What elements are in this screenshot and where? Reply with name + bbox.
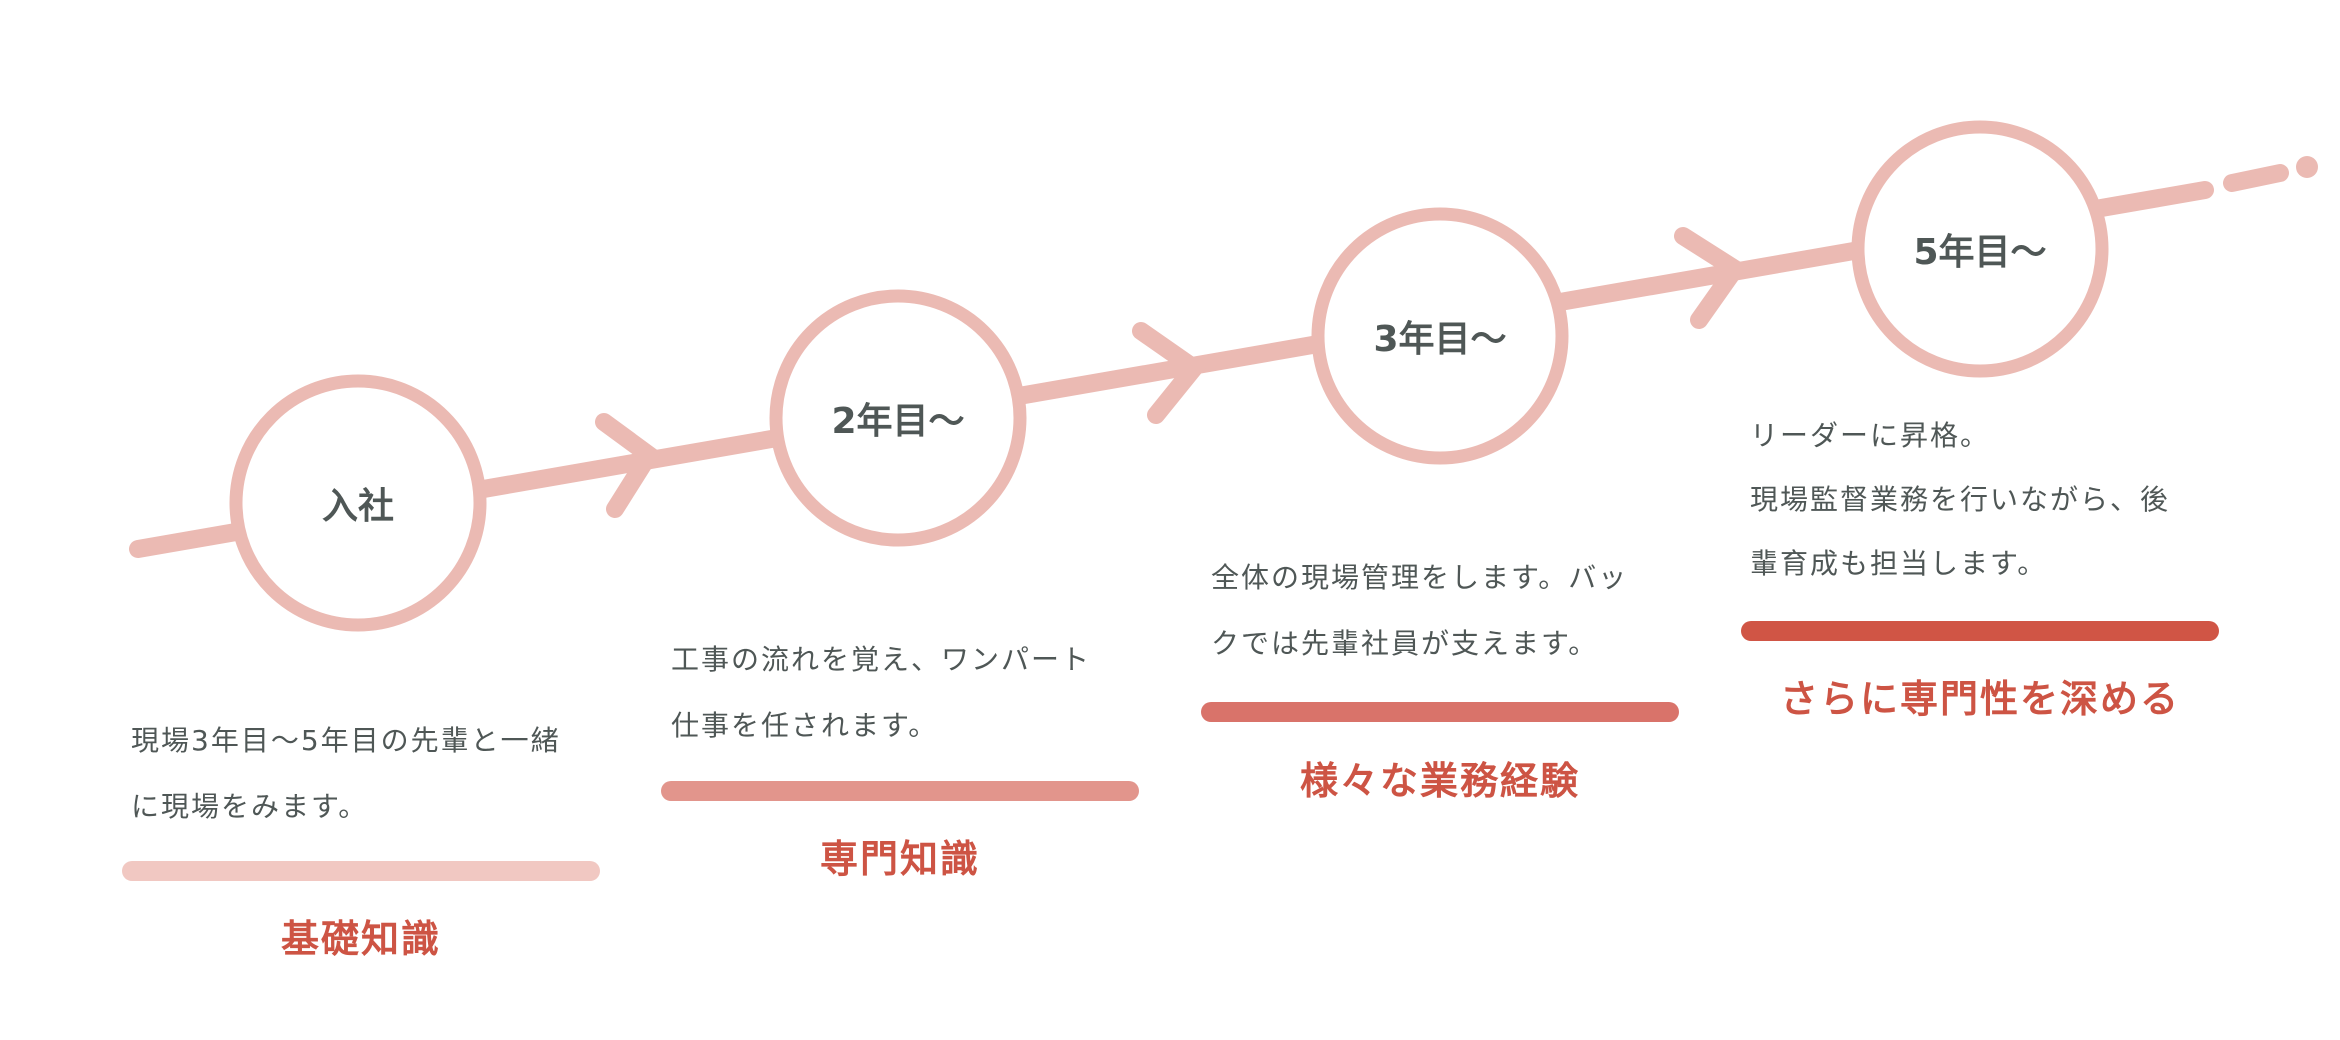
stage-title: 2年目～ xyxy=(831,401,965,442)
description-line: に現場をみます。 xyxy=(131,790,369,823)
description-line: 現場3年目～5年目の先輩と一緒 xyxy=(131,724,561,757)
arrow-chevron-icon xyxy=(1674,227,1748,329)
skill-bar xyxy=(661,781,1139,801)
stage-title: 入社 xyxy=(321,486,394,527)
stage-circle xyxy=(229,374,487,632)
description-line: リーダーに昇格。 xyxy=(1750,419,1991,452)
stage-title: 3年目～ xyxy=(1373,319,1507,360)
description-line: 仕事を任されます。 xyxy=(671,709,939,742)
description-line: 輩育成も担当します。 xyxy=(1750,547,2048,580)
stage-description: 工事の流れを覚え、ワンパート 仕事を任されます。 xyxy=(671,627,1091,759)
stage-circle xyxy=(1311,207,1569,465)
arrow-chevron-icon xyxy=(595,413,662,518)
stage-description: 現場3年目～5年目の先輩と一緒 に現場をみます。 xyxy=(131,708,561,840)
description-line: 現場監督業務を行いながら、後 xyxy=(1750,483,2171,516)
description-line: 工事の流れを覚え、ワンパート xyxy=(671,643,1092,676)
stage-circle xyxy=(1851,120,2109,378)
timeline-end-dot xyxy=(2296,156,2318,178)
stage-description: リーダーに昇格。 現場監督業務を行いながら、後 輩育成も担当します。 xyxy=(1750,404,2170,596)
skill-bar xyxy=(1201,702,1679,722)
skill-label: 専門知識 xyxy=(819,837,980,881)
skill-label: 基礎知識 xyxy=(280,917,441,961)
stage-title: 5年目～ xyxy=(1913,232,2047,273)
timeline-dash xyxy=(2223,164,2289,192)
skill-label: さらに専門性を深める xyxy=(1779,677,2180,721)
skill-label: 様々な業務経験 xyxy=(1299,759,1580,803)
arrow-chevron-icon xyxy=(1132,322,1208,424)
stage-circle xyxy=(769,289,1027,547)
skill-bar xyxy=(122,861,600,881)
skill-bar xyxy=(1741,621,2219,641)
description-line: 全体の現場管理をします。バッ xyxy=(1211,561,1629,594)
description-line: クでは先輩社員が支えます。 xyxy=(1211,627,1599,660)
stage-description: 全体の現場管理をします。バッ クでは先輩社員が支えます。 xyxy=(1211,545,1628,677)
